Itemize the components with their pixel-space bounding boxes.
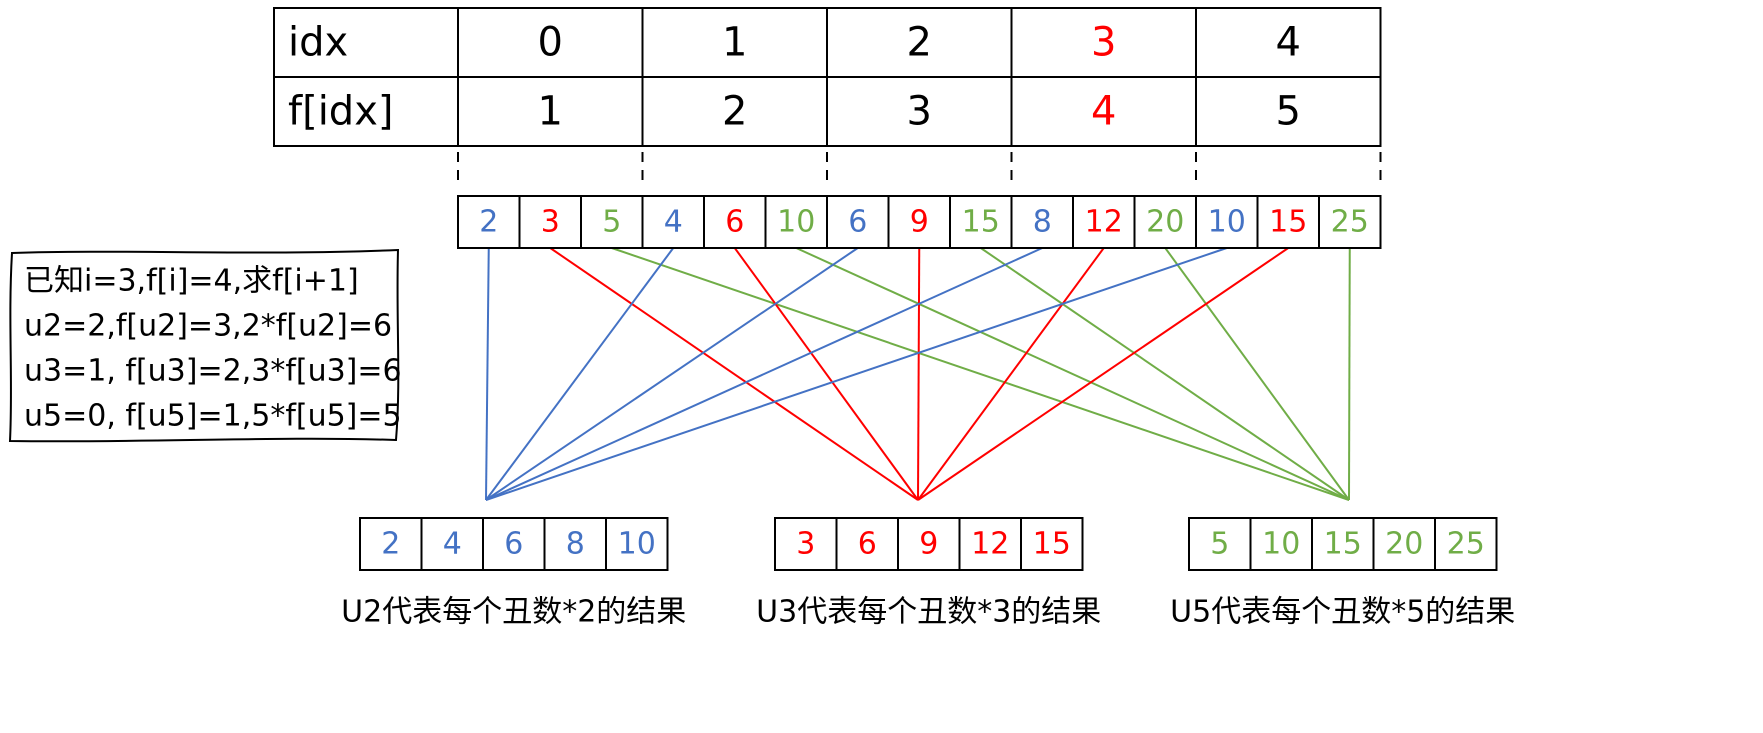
product-cell: 12 <box>1085 205 1123 240</box>
product-cell: 25 <box>1331 205 1369 240</box>
group-u3-cell: 3 <box>796 527 815 562</box>
f-cell: 3 <box>907 89 932 135</box>
idx-cell: 3 <box>1091 20 1116 66</box>
connector-u2 <box>485 247 859 501</box>
note-line: 已知i=3,f[i]=4,求f[i+1] <box>24 264 359 299</box>
idx-cell: 4 <box>1276 20 1301 66</box>
group-u2-caption: U2代表每个丑数*2的结果 <box>341 595 686 630</box>
connector-u5 <box>611 247 1350 501</box>
product-cell: 9 <box>910 205 929 240</box>
product-cell: 15 <box>1269 205 1307 240</box>
connector-u2 <box>485 247 1228 501</box>
product-cell: 10 <box>1208 205 1246 240</box>
products-row: 2 3 5 4 6 10 6 9 15 8 12 20 10 15 25 <box>457 195 1382 249</box>
product-cell: 6 <box>725 205 744 240</box>
group-u3-border <box>774 517 1084 571</box>
group-u2-cell: 10 <box>618 527 656 562</box>
connector-u5 <box>980 247 1350 501</box>
group-u5-border <box>1188 517 1498 571</box>
connector-u2 <box>485 247 1043 501</box>
connector-u3 <box>917 247 921 501</box>
connector-u3 <box>733 247 919 501</box>
products-border <box>457 195 1382 249</box>
group-u3-cell: 9 <box>919 527 938 562</box>
product-cell: 5 <box>602 205 621 240</box>
product-cell: 20 <box>1146 205 1184 240</box>
connector-u3 <box>917 247 1105 501</box>
group-u2-cell: 4 <box>443 527 462 562</box>
group-u3-cell: 6 <box>858 527 877 562</box>
note-line: u3=1, f[u3]=2,3*f[u3]=6 <box>24 354 402 389</box>
group-u5-cell: 25 <box>1447 527 1485 562</box>
connector-u3 <box>917 247 1289 501</box>
group-u3-caption: U3代表每个丑数*3的结果 <box>756 595 1101 630</box>
connector-u5 <box>1348 247 1351 501</box>
group-u5-caption: U5代表每个丑数*5的结果 <box>1170 595 1515 630</box>
f-cell: 4 <box>1091 89 1116 135</box>
group-u2-cell: 6 <box>504 527 523 562</box>
connector-u5 <box>1164 247 1350 501</box>
idx-cell: 0 <box>538 20 563 66</box>
idx-cell: 1 <box>722 20 747 66</box>
connector-u2 <box>485 247 675 501</box>
product-cell: 3 <box>541 205 560 240</box>
product-cell: 4 <box>664 205 683 240</box>
group-u5-cell: 20 <box>1385 527 1423 562</box>
row-header-f: f[idx] <box>288 89 393 135</box>
product-cell: 2 <box>479 205 498 240</box>
known-values-note: 已知i=3,f[i]=4,求f[i+1] u2=2,f[u2]=3,2*f[u2]… <box>8 248 402 443</box>
group-u2-cell: 2 <box>381 527 400 562</box>
connector-u2 <box>485 247 490 501</box>
idx-f-table: idx f[idx] 0 1 1 2 2 3 3 4 4 5 <box>273 7 1382 147</box>
note-line: u2=2,f[u2]=3,2*f[u2]=6 <box>24 309 392 344</box>
row-header-idx: idx <box>288 20 348 66</box>
f-cell: 2 <box>722 89 747 135</box>
group-u5-cell: 5 <box>1210 527 1229 562</box>
connector-u5 <box>795 247 1350 501</box>
group-u3-cell: 15 <box>1033 527 1071 562</box>
group-u2-border <box>359 517 669 571</box>
product-cell: 15 <box>962 205 1000 240</box>
connector-u3 <box>549 247 919 501</box>
product-cell: 8 <box>1033 205 1052 240</box>
product-cell: 10 <box>777 205 815 240</box>
group-u3-cell: 12 <box>971 527 1009 562</box>
f-cell: 5 <box>1276 89 1301 135</box>
note-line: u5=0, f[u5]=1,5*f[u5]=5 <box>24 399 402 434</box>
note-box <box>8 248 400 443</box>
group-u2-cell: 8 <box>566 527 585 562</box>
idx-cell: 2 <box>907 20 932 66</box>
column-divider-dashes <box>457 152 1382 188</box>
product-cell: 6 <box>848 205 867 240</box>
group-u5-cell: 10 <box>1262 527 1300 562</box>
connector-lines <box>485 247 1351 501</box>
f-cell: 1 <box>538 89 563 135</box>
group-u5-cell: 15 <box>1324 527 1362 562</box>
